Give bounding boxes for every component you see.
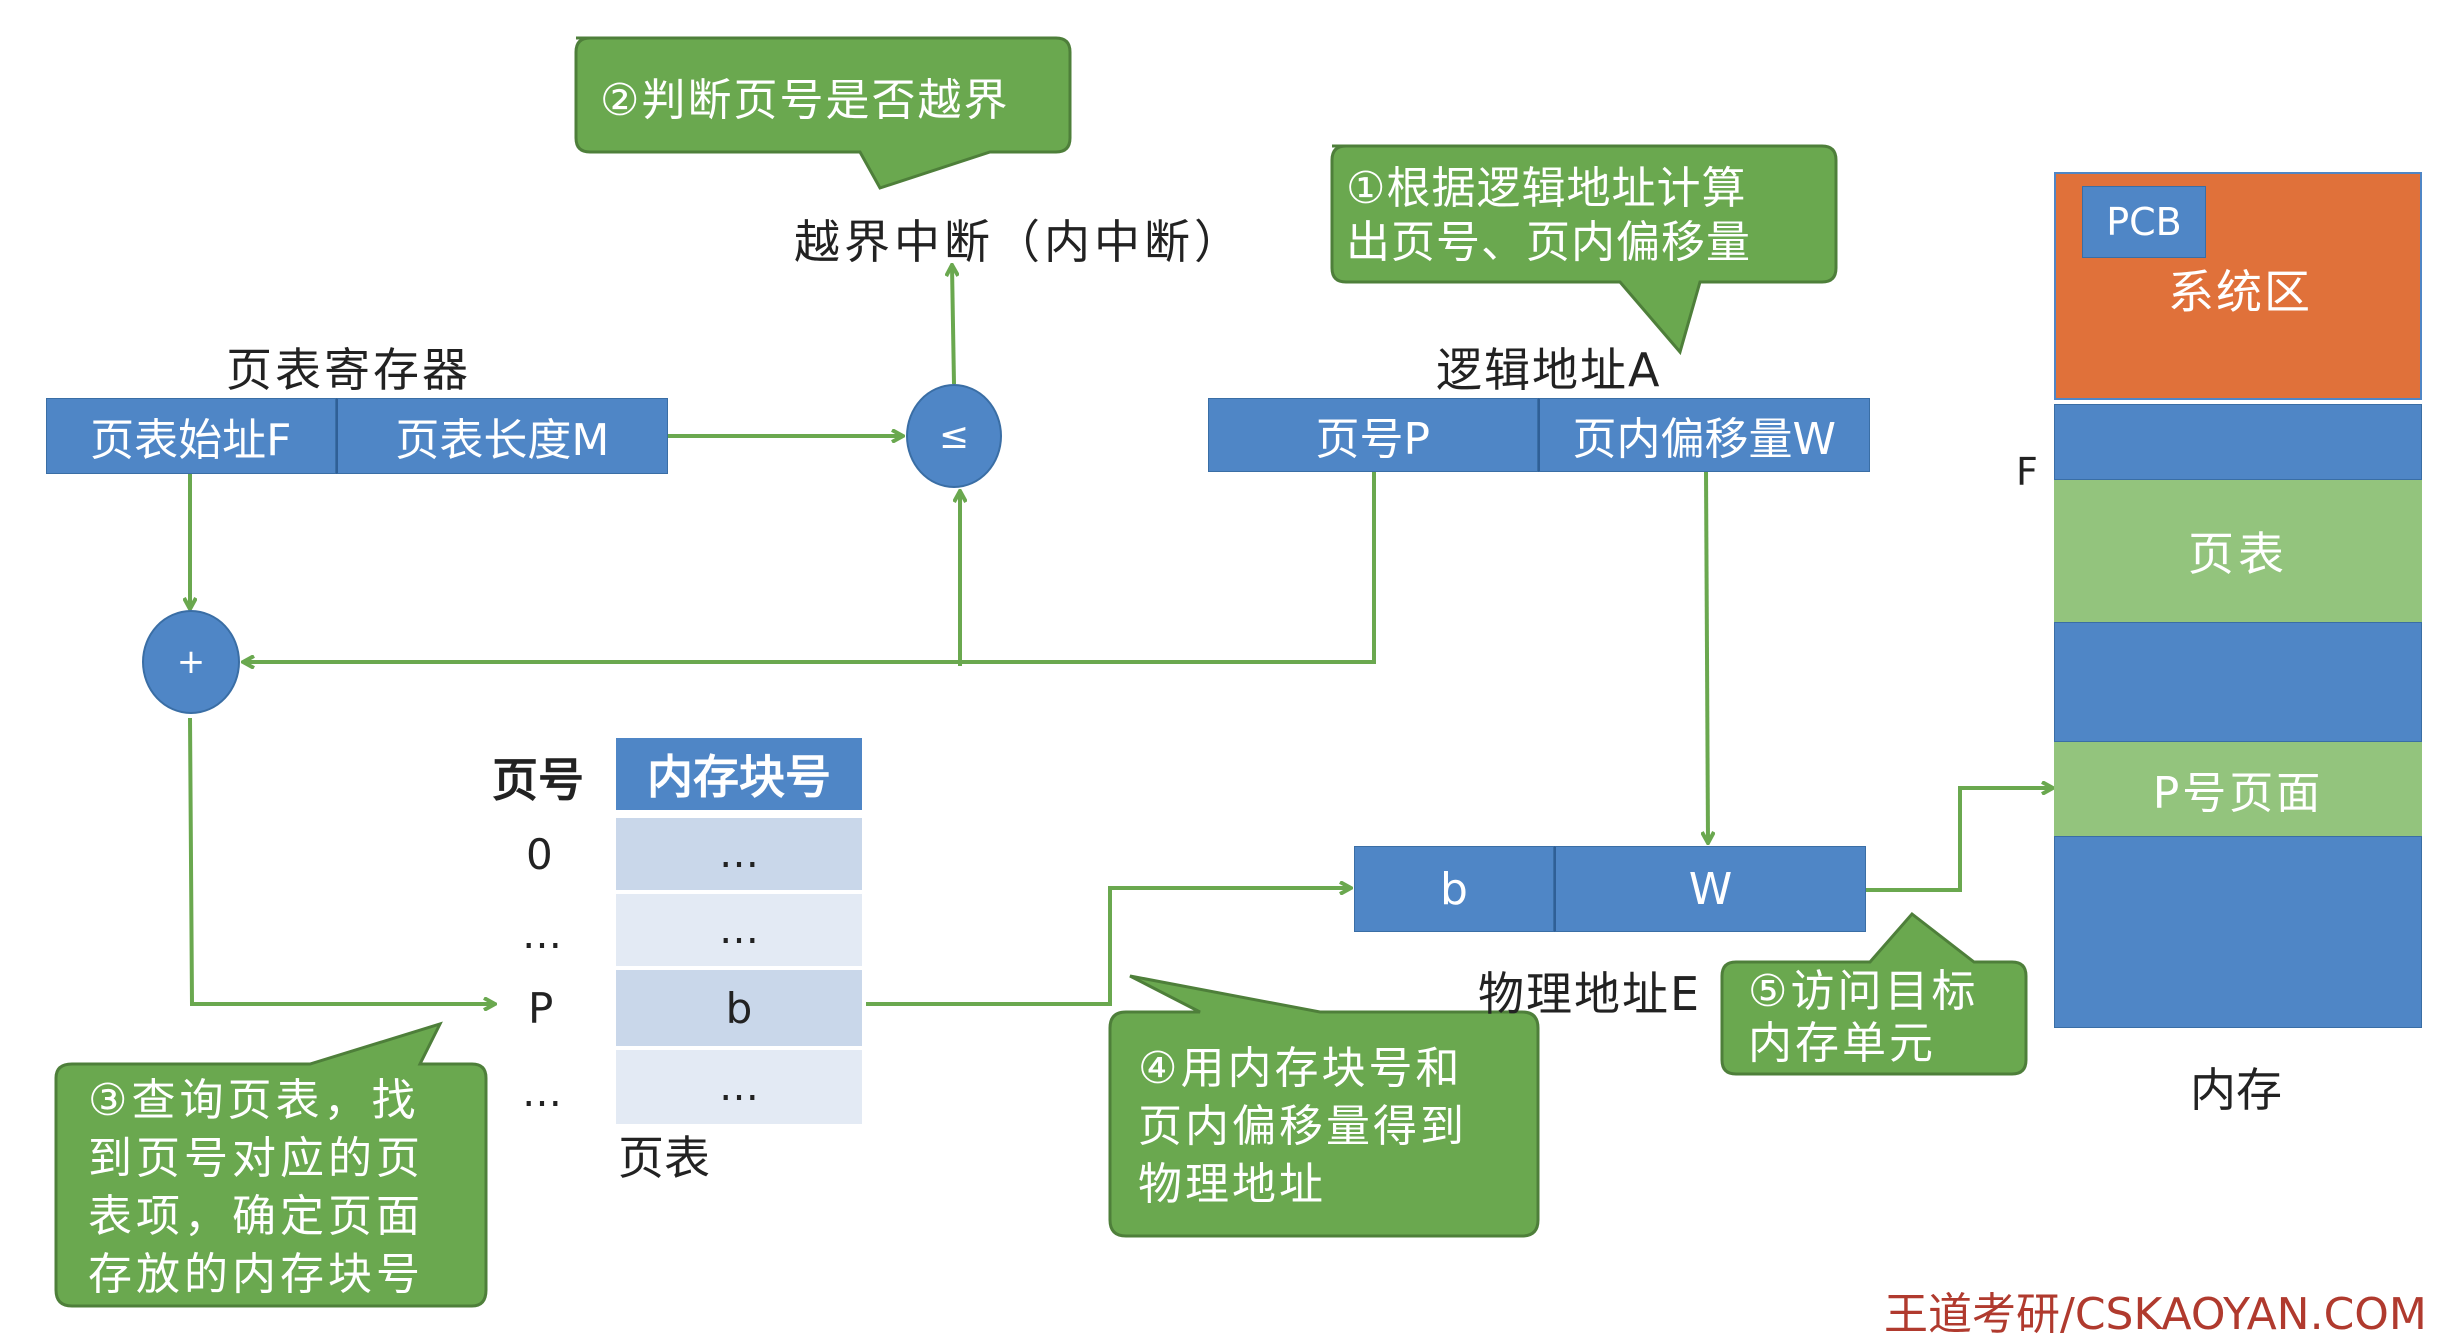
table-row-page: P: [528, 984, 554, 1033]
logical-page-field: 页号P: [1208, 398, 1538, 472]
memory-label: 内存: [2190, 1063, 2282, 1117]
page-table-register: 页表始址F 页表长度M: [46, 398, 668, 474]
memory-page-table-label: 页表: [2188, 527, 2288, 581]
logical-offset-field: 页内偏移量W: [1537, 398, 1870, 472]
memory-block: [2054, 836, 2422, 1028]
callout-step3: ③查询页表，找 到页号对应的页 表项，确定页面 存放的内存块号: [88, 1075, 424, 1300]
memory-block: [2054, 404, 2422, 480]
arrow-compare-to-interrupt: [952, 266, 954, 385]
interrupt-label: 越界中断（内中断）: [794, 215, 1244, 269]
memory-F-label: F: [2016, 450, 2038, 494]
arrow-offset-to-physical: [1706, 469, 1708, 842]
table-col-block-header: 内存块号: [616, 738, 862, 810]
table-row-page: …: [522, 1070, 562, 1116]
page-table-label: 页表: [618, 1131, 710, 1185]
callout-step4: ④用内存块号和 页内偏移量得到 物理地址: [1138, 1043, 1467, 1210]
system-area-label: 系统区: [2168, 265, 2312, 319]
memory-system-area: PCB 系统区: [2054, 172, 2422, 400]
page-table-register-label: 页表寄存器: [226, 343, 471, 397]
adder-node: +: [142, 610, 240, 714]
physical-address-label: 物理地址E: [1478, 967, 1702, 1021]
table-row-block: …: [616, 894, 862, 966]
memory-p-page-label: P号页面: [2152, 768, 2324, 819]
table-row-block: b: [616, 970, 862, 1046]
table-row-block: …: [616, 1050, 862, 1124]
physical-offset-field: W: [1554, 846, 1866, 932]
callout-step2: ②判断页号是否越界: [600, 75, 1010, 126]
arrow-page-to-adder: [244, 470, 1376, 662]
table-cell: …: [719, 831, 759, 877]
arrow-block-to-physical: [866, 888, 1350, 1006]
add-symbol: +: [176, 642, 206, 682]
callout-step3-shape: [54, 1021, 488, 1308]
register-start-field: 页表始址F: [46, 398, 336, 474]
callout-step1-shape: [1330, 144, 1838, 356]
table-cell: …: [719, 907, 759, 953]
callout-step1: ①根据逻辑地址计算 出页号、页内偏移量: [1346, 163, 1751, 268]
table-row-page: …: [522, 912, 562, 958]
arrow-physical-to-memory: [1866, 788, 2052, 892]
callout-step5-shape: [1720, 911, 2028, 1076]
memory-block: [2054, 622, 2422, 742]
logical-address: 页号P 页内偏移量W: [1208, 398, 1870, 472]
logical-address-label: 逻辑地址A: [1436, 343, 1662, 397]
callout-step5: ⑤访问目标 内存单元: [1748, 966, 1979, 1069]
memory-p-page: P号页面: [2054, 742, 2422, 836]
callout-step2-shape: [574, 36, 1072, 190]
memory-page-table: 页表: [2054, 480, 2422, 622]
table-cell: …: [719, 1064, 759, 1110]
arrow-adder-to-table: [188, 717, 494, 1004]
register-length-field: 页表长度M: [335, 398, 668, 474]
physical-block-field: b: [1354, 846, 1555, 932]
compare-symbol: ≤: [938, 415, 970, 457]
compare-node: ≤: [906, 384, 1002, 488]
callout-step4-shape: [1108, 974, 1540, 1238]
pcb-block: PCB: [2082, 186, 2206, 258]
table-row-page: 0: [526, 830, 553, 879]
table-cell: b: [725, 983, 753, 1033]
watermark: 王道考研/CSKAOYAN.COM: [1884, 1289, 2427, 1340]
physical-address: b W: [1354, 846, 1866, 932]
table-row-block: …: [616, 818, 862, 890]
table-col-page-header: 页号: [492, 753, 584, 807]
